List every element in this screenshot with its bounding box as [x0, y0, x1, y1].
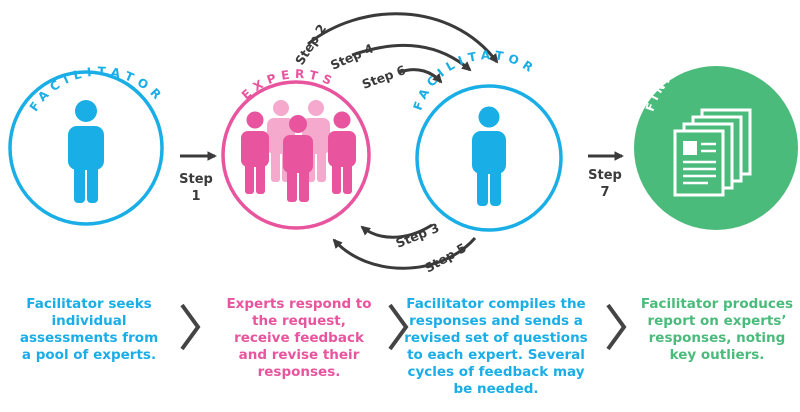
- experts-node: EXPERTS: [221, 67, 371, 230]
- facilitator-node-1: FACILITATOR: [8, 64, 164, 226]
- facilitator-compiles-description: Facilitator compiles the responses and s…: [404, 296, 588, 397]
- facilitator-circle: [415, 84, 563, 232]
- step-7-label-number: 7: [600, 185, 609, 200]
- person-icon: [472, 106, 506, 206]
- experts-circle: [221, 80, 371, 230]
- chevron-right-icon: [606, 303, 627, 351]
- experts-respond-description: Experts respond to the request, receive …: [226, 296, 372, 380]
- experts-label: EXPERTS: [239, 67, 339, 103]
- step-2-label: Step 2: [292, 21, 329, 67]
- step-4-label: Step 4: [328, 40, 376, 72]
- step-4-arrow: [351, 44, 472, 72]
- facilitator-circle: [8, 70, 164, 226]
- step-2-arrow: [307, 12, 499, 64]
- step-6-label: Step 6: [360, 62, 408, 92]
- step-3-label: Step 3: [394, 220, 442, 251]
- person-icon: [68, 100, 104, 203]
- facilitator-label: FACILITATOR: [410, 48, 539, 112]
- step-5-arrow: [332, 237, 477, 270]
- facilitator-seeks-description: Facilitator seeks individual assessments…: [19, 296, 159, 363]
- step-3-arrow: [360, 223, 433, 239]
- step-7-label-word: Step: [588, 168, 622, 183]
- facilitator-node-2: FACILITATOR: [410, 48, 563, 232]
- step-5-label: Step 5: [422, 240, 469, 276]
- step-1-label-number: 1: [191, 189, 200, 204]
- step-1-label-word: Step: [179, 172, 213, 187]
- people-group-icon: [241, 100, 356, 202]
- document-stack-icon: [673, 108, 752, 197]
- chevron-right-icon: [388, 303, 409, 351]
- chevron-right-icon: [180, 303, 201, 351]
- facilitator-produces-description: Facilitator produces report on experts’ …: [640, 296, 794, 363]
- final-report-node: FINAL REPORT: [634, 47, 798, 230]
- step-6-arrow: [399, 68, 443, 84]
